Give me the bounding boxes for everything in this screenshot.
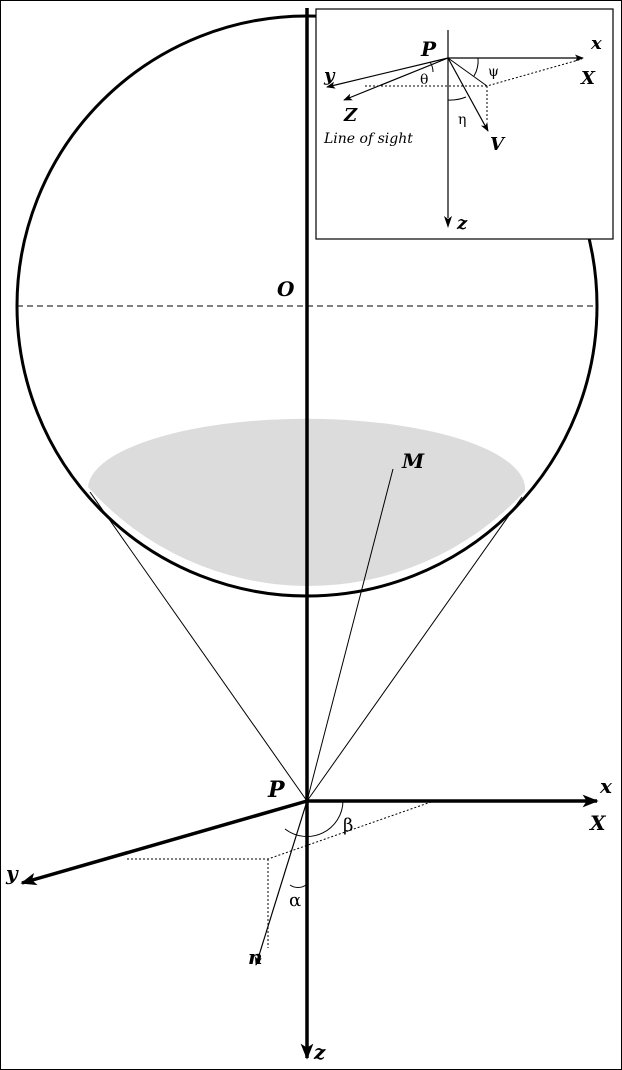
inset-label-line-of-sight: Line of sight — [323, 131, 413, 147]
tangent-line-right — [306, 496, 523, 802]
label-x-lower: x — [599, 774, 613, 798]
inset-label-x-lower: x — [590, 33, 602, 54]
inset-label-v: V — [490, 134, 506, 155]
label-p: P — [267, 777, 286, 803]
inset-label-x-upper: X — [580, 68, 596, 89]
inset-theta-arc — [429, 61, 434, 73]
label-y: y — [5, 861, 19, 885]
label-alpha: α — [289, 890, 301, 911]
inset-frame — [315, 8, 614, 240]
inset-axis-y — [326, 57, 449, 89]
inset-psi-arc — [473, 57, 479, 77]
label-m: M — [401, 449, 425, 473]
inset-panel: P x X y Z z V θ ψ η Line of sight — [315, 8, 614, 240]
inset-velocity-vector — [447, 57, 489, 132]
inset-axis-z-head — [444, 216, 452, 228]
label-n: n — [248, 945, 263, 969]
inset-label-p: P — [420, 37, 437, 61]
label-beta: β — [343, 815, 353, 836]
axis-y — [20, 799, 308, 886]
inset-eta-arc — [447, 96, 467, 101]
label-o: O — [277, 277, 295, 301]
inset-v-projection — [447, 57, 488, 87]
inset-label-theta: θ — [420, 72, 428, 88]
angle-beta-arc — [284, 800, 344, 837]
label-z: z — [313, 1040, 326, 1064]
inset-label-z-upper: Z — [343, 105, 358, 126]
label-x-upper: X — [588, 811, 607, 835]
angle-alpha-arc — [289, 884, 307, 889]
inset-label-z: z — [456, 213, 468, 234]
inset-label-eta: η — [458, 112, 466, 128]
line-to-m — [306, 468, 394, 802]
inset-label-psi: ψ — [488, 64, 499, 80]
tangent-line-left — [89, 491, 308, 802]
inset-label-y: y — [323, 65, 336, 86]
inset-axis-line-of-sight — [343, 57, 449, 101]
normal-vector — [254, 800, 308, 966]
